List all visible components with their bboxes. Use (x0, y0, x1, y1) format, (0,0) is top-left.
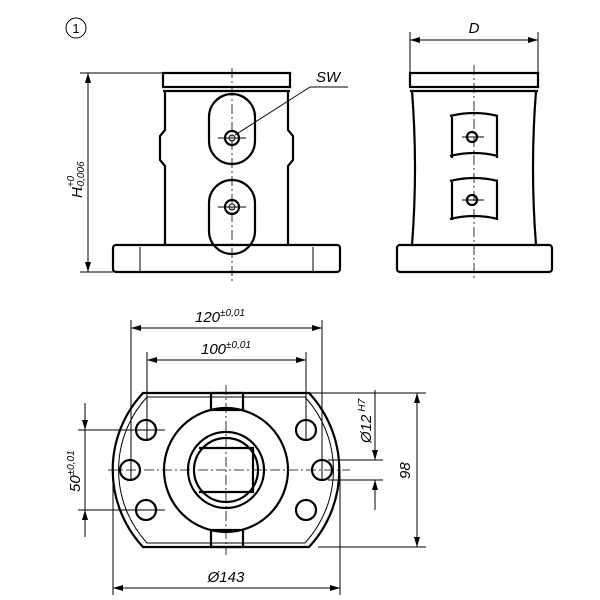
dim-143: Ø143 (207, 569, 245, 586)
view-number-badge: 1 (65, 17, 87, 39)
dim-98: 98 (397, 462, 414, 479)
dim-12: Ø12H7 (357, 398, 375, 444)
dim-50: 50±0,01 (66, 450, 84, 492)
sw-label: SW (316, 69, 342, 86)
front-view: SW H+0-0,006 (66, 68, 348, 282)
dim-120: 120±0,01 (195, 308, 245, 326)
depth-dimension: D (469, 20, 480, 37)
height-dimension: H+0-0,006 (66, 161, 87, 198)
bottom-view: 120±0,01 100±0,01 50±0,01 Ø12H7 98 Ø143 (66, 308, 426, 595)
svg-text:1: 1 (72, 21, 79, 36)
side-view: D (395, 20, 554, 280)
upper-pocket (449, 111, 499, 158)
dim-100: 100±0,01 (201, 340, 251, 358)
lower-pocket (449, 176, 499, 221)
